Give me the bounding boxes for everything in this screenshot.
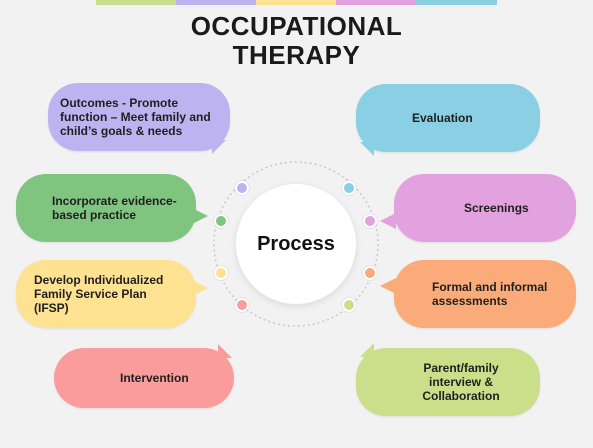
step-interview-tail (360, 343, 374, 357)
step-evidence-tail (192, 208, 208, 224)
step-evidence-text: Incorporate evidence-based practice (52, 194, 177, 222)
ring-dot-purple (235, 181, 249, 195)
step-evaluation: Evaluation (356, 84, 540, 152)
ring-dot-blue (342, 181, 356, 195)
step-screenings-tail (380, 213, 396, 229)
ring-dot-green (214, 214, 228, 228)
top-bar-yellow (256, 0, 336, 5)
step-ifsp-text: Develop Individualized Family Service Pl… (34, 273, 164, 315)
step-ifsp-tail (192, 280, 208, 296)
step-outcomes-text: Outcomes - Promote function – Meet famil… (60, 96, 211, 138)
process-label: Process (257, 232, 335, 255)
step-interview-text: Parent/family interview & Collaboration (422, 361, 500, 403)
ring-dot-lime (342, 298, 356, 312)
ring-dot-orange (363, 266, 377, 280)
ring-dot-yellow (214, 266, 228, 280)
step-evaluation-tail (360, 142, 374, 156)
top-bar-purple (96, 0, 176, 5)
top-bar-green (176, 0, 256, 5)
step-assessments-text: Formal and informal assessments (432, 280, 548, 308)
page-title: OCCUPATIONAL THERAPY (0, 12, 593, 70)
step-intervention-tail (218, 344, 232, 358)
step-outcomes-tail (212, 140, 226, 154)
step-evidence: Incorporate evidence-based practice (16, 174, 196, 242)
title-line-1: OCCUPATIONAL (190, 11, 403, 41)
step-interview: Parent/family interview & Collaboration (356, 348, 540, 416)
top-bar-blue (416, 0, 497, 5)
title-line-2: THERAPY (232, 40, 361, 70)
step-screenings: Screenings (394, 174, 576, 242)
top-bar-pink (336, 0, 416, 5)
step-assessments: Formal and informal assessments (394, 260, 576, 328)
ring-dot-red (235, 298, 249, 312)
step-assessments-tail (380, 278, 396, 294)
step-intervention-text: Intervention (120, 371, 189, 385)
step-evaluation-text: Evaluation (412, 111, 473, 125)
step-screenings-text: Screenings (464, 201, 529, 215)
step-outcomes: Outcomes - Promote function – Meet famil… (48, 83, 230, 151)
ring-dot-pink (363, 214, 377, 228)
step-ifsp: Develop Individualized Family Service Pl… (16, 260, 196, 328)
process-center: Process (236, 184, 356, 304)
step-intervention: Intervention (54, 348, 234, 408)
